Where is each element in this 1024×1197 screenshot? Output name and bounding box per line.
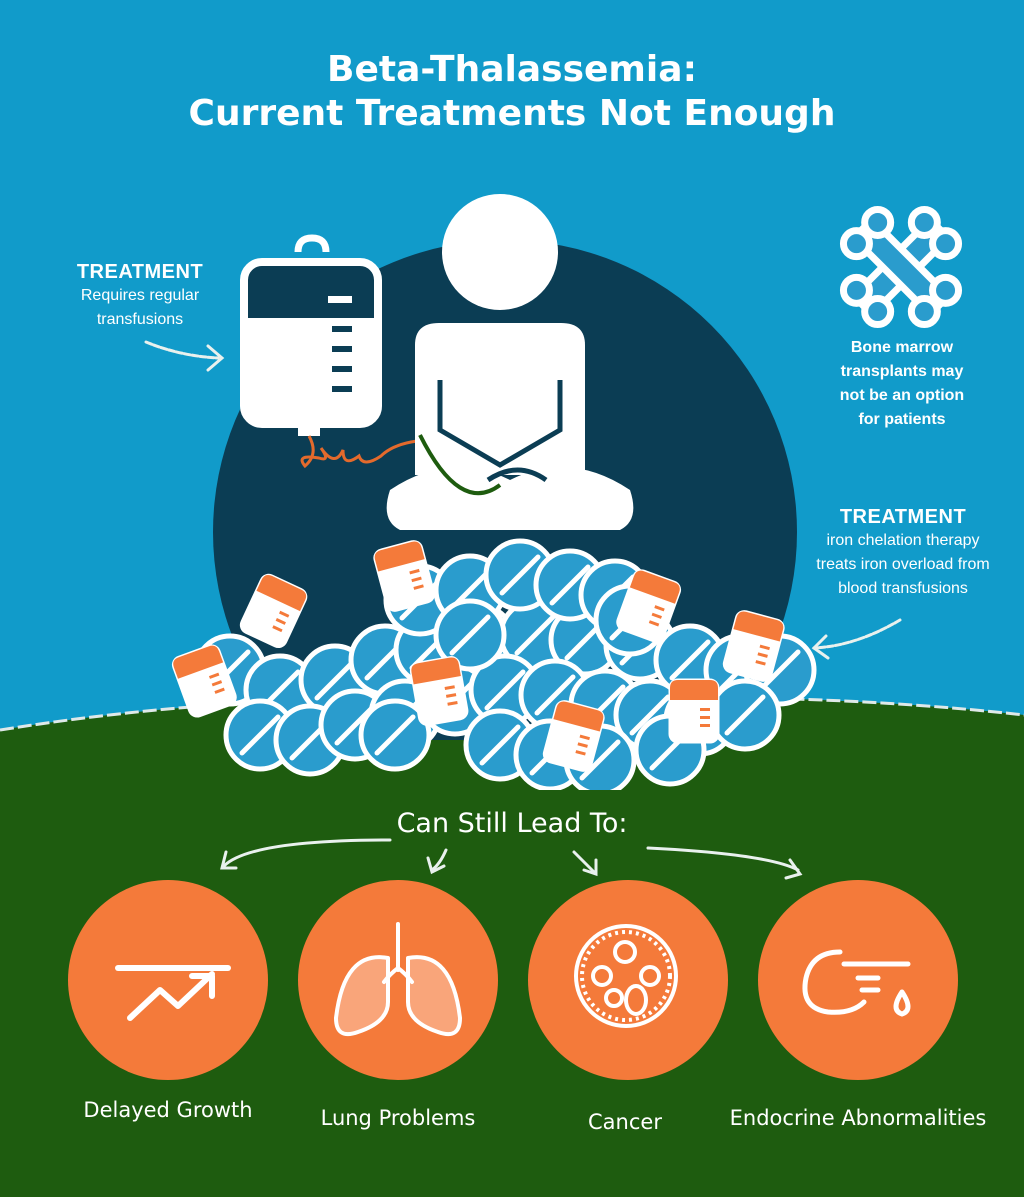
crossed-bones-icon: [839, 205, 963, 329]
treatment-transfusion-note: TREATMENT Requires regular transfusions: [60, 260, 220, 332]
pill-score-line: [374, 714, 416, 756]
pill-score-line: [669, 639, 711, 681]
pill-score-line: [549, 564, 591, 606]
condition-circle-endocrine: [758, 880, 958, 1080]
mini-blood-bag-icon: [373, 540, 436, 612]
pill-score-line: [479, 724, 521, 766]
bone-marrow-line: Bone marrow: [850, 339, 954, 356]
treatment-heading: TREATMENT: [76, 261, 204, 283]
treatment-line: Requires regular: [80, 287, 200, 304]
pill-score-line: [449, 614, 491, 656]
blood-bag-icon: [240, 234, 436, 469]
condition-label: Lung Problems: [320, 1106, 476, 1130]
mini-blood-bag-icon: [239, 573, 308, 649]
condition-label: Delayed Growth: [83, 1098, 253, 1122]
lead-text: Can Still Lead To:: [396, 808, 628, 839]
mini-blood-bag-icon: [409, 656, 469, 726]
bone-marrow-note: Bone marrow transplants may not be an op…: [812, 336, 992, 432]
person-icon: [386, 194, 634, 530]
pill-score-line: [724, 694, 766, 736]
treatment-chelation-note: TREATMENT iron chelation therapy treats …: [790, 505, 1016, 601]
mini-blood-bag-icon: [668, 678, 720, 744]
condition-label: Endocrine Abnormalities: [729, 1106, 987, 1130]
mini-blood-bag-icon: [171, 644, 237, 718]
bone-marrow-line: for patients: [858, 411, 946, 428]
treatment-line: iron chelation therapy: [826, 532, 980, 549]
treatment-line: transfusions: [96, 311, 184, 328]
pill-pile: [171, 538, 817, 790]
treatment-line: blood transfusions: [838, 580, 968, 597]
pill-score-line: [499, 554, 541, 596]
mini-blood-bag-icon: [722, 610, 785, 682]
condition-circle-lung: [298, 880, 498, 1080]
pill-score-line: [514, 614, 556, 656]
pill-score-line: [534, 674, 576, 716]
pill-score-line: [484, 669, 526, 711]
hand-drop-icon: [802, 949, 911, 1017]
pill-score-line: [239, 714, 281, 756]
mini-blood-bag-icon: [616, 569, 682, 643]
lungs-icon: [334, 922, 462, 1037]
bone-marrow-line: not be an option: [839, 387, 965, 404]
condition-circle-growth: [68, 880, 268, 1080]
condition-label: Cancer: [588, 1110, 662, 1134]
pill-score-line: [759, 649, 801, 691]
pill-score-line: [579, 739, 621, 781]
rising-trend-icon: [115, 965, 231, 1021]
condition-circle-cancer: [528, 880, 728, 1080]
bone-marrow-line: transplants may: [840, 363, 964, 380]
title-line-1: Beta-Thalassemia:: [327, 49, 697, 90]
pill-score-line: [314, 659, 356, 701]
title-line-2: Current Treatments Not Enough: [188, 93, 836, 134]
mini-blood-bag-icon: [542, 700, 605, 772]
treatment-heading: TREATMENT: [839, 506, 967, 528]
cell-icon: [574, 924, 678, 1028]
treatment-line: treats iron overload from: [816, 556, 990, 573]
pill-score-line: [629, 694, 671, 736]
